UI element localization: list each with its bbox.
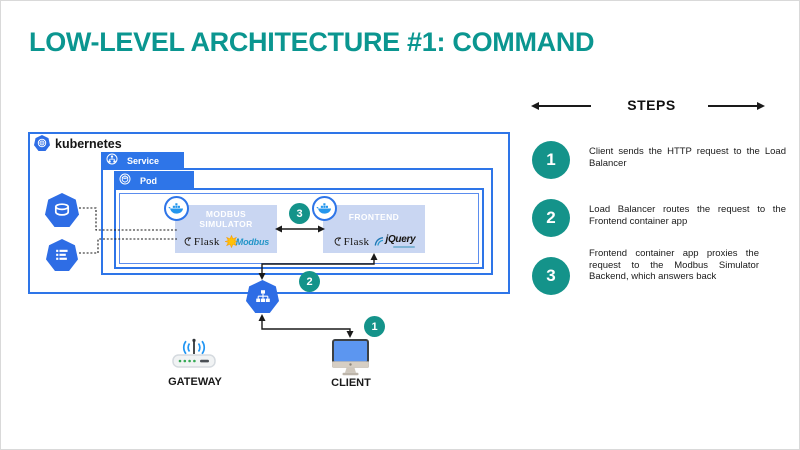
step-number-1: 1	[532, 141, 570, 179]
modbus-logo-label: Modbus	[235, 236, 270, 247]
docker-whale-icon	[312, 196, 337, 221]
persistent-volume-icon	[45, 193, 79, 227]
step-number-2: 2	[532, 199, 570, 237]
flask-logo-icon: Flask	[333, 236, 370, 248]
jquery-logo-label: jQuery	[385, 234, 416, 245]
jquery-logo-icon: jQuery	[374, 234, 416, 248]
pod-label: Pod	[140, 175, 157, 186]
kubernetes-label: kubernetes	[55, 137, 122, 151]
gateway-label: GATEWAY	[168, 376, 222, 388]
flow-badge-1: 1	[364, 316, 385, 337]
step-number-3: 3	[532, 257, 570, 295]
step-text-1: Client sends the HTTP request to the Loa…	[589, 146, 786, 169]
steps-header: STEPS	[627, 97, 676, 113]
modbus-simulator-title: MODBUS SIMULATOR	[199, 209, 253, 230]
client-computer-icon	[331, 338, 370, 381]
flask-logo-icon: Flask	[183, 236, 220, 248]
step-text-2: Load Balancer routes the request to the …	[589, 204, 786, 227]
service-label: Service	[127, 156, 160, 166]
step-text-3: Frontend container app proxies the reque…	[589, 248, 759, 282]
frontend-container: FRONTEND Flask jQuery	[323, 205, 425, 253]
load-balancer-icon	[246, 280, 279, 313]
modbus-simulator-container: MODBUS SIMULATOR Flask Modbus	[175, 205, 277, 253]
loadbalancer-client-connector	[261, 318, 351, 333]
configmap-icon	[46, 239, 78, 271]
modbus-logo-icon: Modbus	[224, 235, 270, 248]
jquery-tagline	[393, 246, 416, 248]
flow-badge-3: 3	[289, 203, 310, 224]
flask-logo-label: Flask	[343, 235, 370, 248]
service-tab: Service	[101, 152, 184, 170]
pod-tab: Pod	[114, 171, 194, 190]
gateway-router-icon	[168, 337, 220, 376]
service-icon	[106, 152, 118, 170]
docker-whale-icon	[164, 196, 189, 221]
page-title: LOW-LEVEL ARCHITECTURE #1: COMMAND	[29, 27, 595, 57]
pod-icon	[119, 172, 131, 190]
flask-logo-label: Flask	[193, 235, 220, 248]
kubernetes-logo-icon	[34, 135, 50, 151]
client-label: CLIENT	[331, 377, 371, 389]
frontend-title: FRONTEND	[348, 212, 400, 222]
flow-badge-2: 2	[299, 271, 320, 292]
